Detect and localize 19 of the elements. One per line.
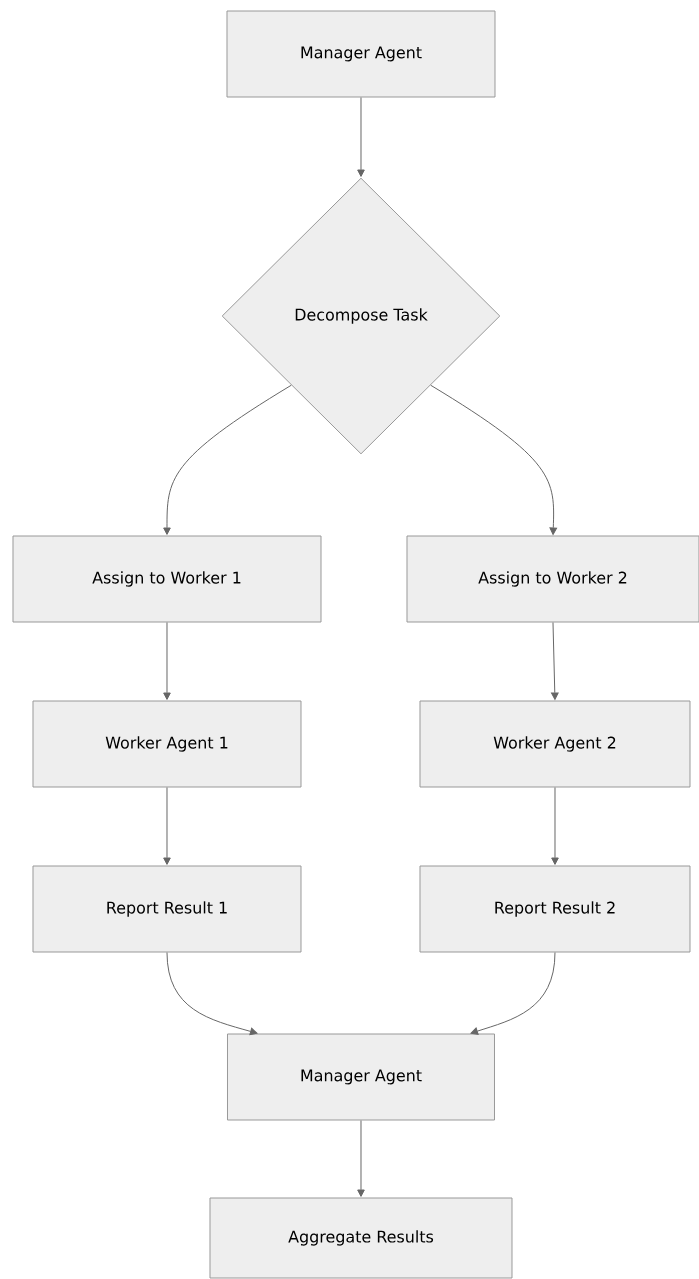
arrow [551,622,559,700]
arrow [163,787,171,865]
arrow [470,952,556,1035]
arrow [163,622,171,700]
process-box: Worker Agent 2 [419,700,691,788]
process-box: Report Result 1 [32,865,302,953]
arrow [430,384,558,535]
arrow [163,384,292,535]
arrow [357,1120,365,1197]
arrow [357,97,365,177]
arrow [551,787,559,865]
process-box: Assign to Worker 1 [12,535,322,623]
process-box: Aggregate Results [209,1197,513,1279]
arrow [166,952,258,1036]
process-box: Manager Agent [226,10,496,98]
process-box: Manager Agent [227,1033,495,1121]
process-box: Assign to Worker 2 [406,535,699,623]
process-box: Report Result 2 [419,865,691,953]
process-box: Worker Agent 1 [32,700,302,788]
